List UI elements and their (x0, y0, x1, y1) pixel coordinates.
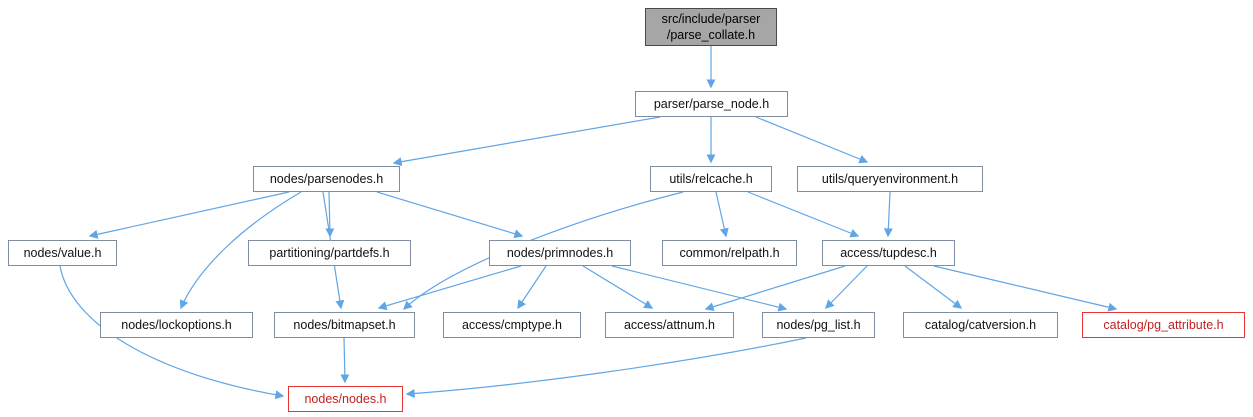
graph-node-bitmapset[interactable]: nodes/bitmapset.h (274, 312, 415, 338)
graph-node-pg-attribute[interactable]: catalog/pg_attribute.h (1082, 312, 1245, 338)
include-edge-relcache-to-tupdesc (747, 191, 860, 238)
include-edge-primnodes-to-attnum (582, 265, 654, 309)
include-edge-parse-node-to-parsenodes (392, 116, 661, 167)
include-edge-parsenodes-to-value (88, 191, 290, 239)
graph-node-relcache[interactable]: utils/relcache.h (650, 166, 772, 192)
include-edge-bitmapset-to-nodes (340, 337, 350, 384)
include-edge-queryenvironment-to-tupdesc (883, 191, 893, 238)
include-edge-primnodes-to-pg-list (611, 265, 788, 312)
graph-node-nodes[interactable]: nodes/nodes.h (288, 386, 403, 412)
graph-node-queryenvironment[interactable]: utils/queryenvironment.h (797, 166, 983, 192)
include-edge-tupdesc-to-attnum (704, 265, 846, 312)
include-edge-parse-node-to-queryenvironment (755, 116, 869, 164)
include-edge-tupdesc-to-catversion (904, 265, 963, 309)
graph-node-partdefs[interactable]: partitioning/partdefs.h (248, 240, 411, 266)
graph-node-attnum[interactable]: access/attnum.h (605, 312, 734, 338)
graph-node-pg-list[interactable]: nodes/pg_list.h (762, 312, 875, 338)
graph-node-primnodes[interactable]: nodes/primnodes.h (489, 240, 631, 266)
graph-node-catversion[interactable]: catalog/catversion.h (903, 312, 1058, 338)
include-edge-tupdesc-to-pg-attribute (933, 265, 1118, 312)
graph-node-parse-collate: src/include/parser /parse_collate.h (645, 8, 777, 46)
graph-node-cmptype[interactable]: access/cmptype.h (443, 312, 581, 338)
graph-node-parse-node[interactable]: parser/parse_node.h (635, 91, 788, 117)
include-edge-relcache-to-relpath (715, 191, 729, 238)
include-edge-parsenodes-to-partdefs (325, 191, 335, 238)
graph-node-lockoptions[interactable]: nodes/lockoptions.h (100, 312, 253, 338)
graph-node-relpath[interactable]: common/relpath.h (662, 240, 797, 266)
include-edge-primnodes-to-cmptype (517, 265, 547, 310)
include-edge-parsenodes-to-primnodes (376, 191, 524, 239)
include-edge-primnodes-to-bitmapset (377, 265, 522, 311)
include-edge-parsenodes-to-lockoptions (179, 191, 302, 310)
include-edge-tupdesc-to-pg-list (825, 265, 868, 309)
graph-node-tupdesc[interactable]: access/tupdesc.h (822, 240, 955, 266)
include-edge-value-to-nodes (59, 265, 285, 400)
graph-node-parsenodes[interactable]: nodes/parsenodes.h (253, 166, 400, 192)
graph-node-value[interactable]: nodes/value.h (8, 240, 117, 266)
include-edge-pg-list-to-nodes (405, 337, 807, 398)
